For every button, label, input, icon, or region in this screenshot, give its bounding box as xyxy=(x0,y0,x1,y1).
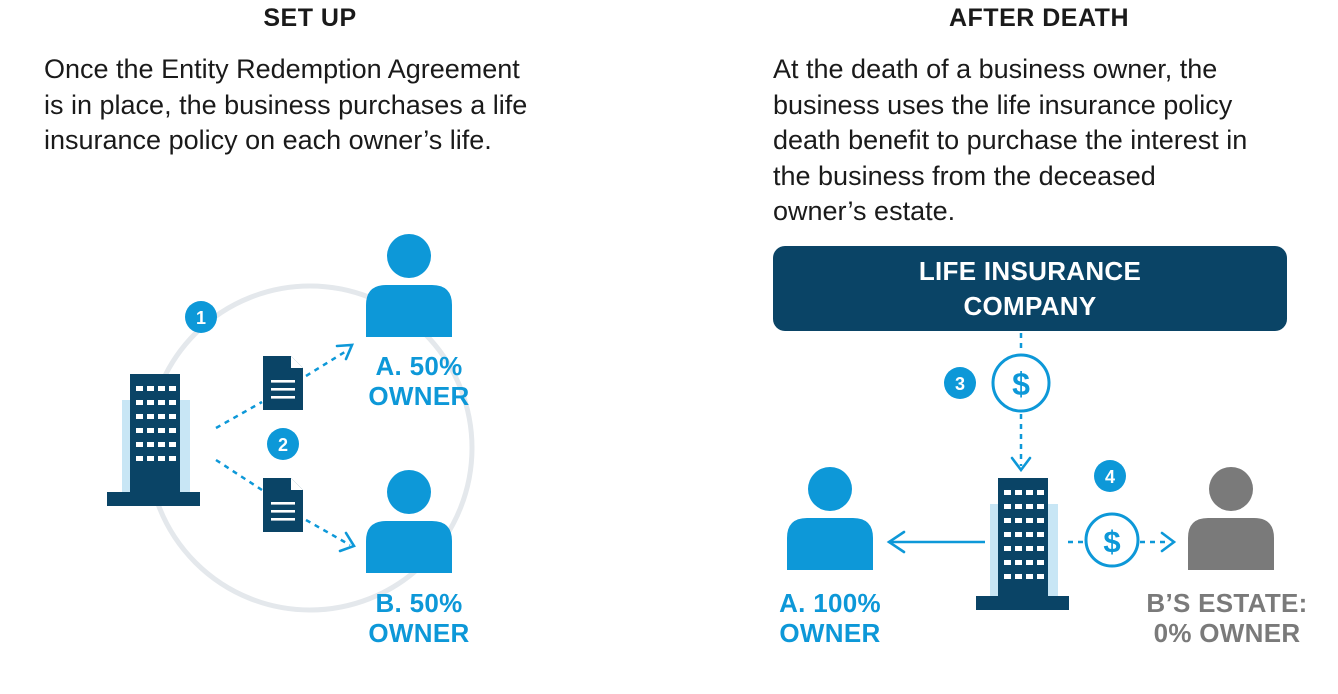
after-death-building-icon xyxy=(976,478,1069,610)
step-4-badge: 4 xyxy=(1094,460,1126,492)
step-1-badge: 1 xyxy=(185,301,217,333)
arrow-icon xyxy=(1160,531,1177,553)
after-death-description-line: At the death of a business owner, the xyxy=(773,54,1218,84)
after-death-description-line: business uses the life insurance policy xyxy=(773,89,1233,120)
setup-building-icon xyxy=(107,374,200,506)
life-insurance-company-box: LIFE INSURANCE COMPANY xyxy=(773,246,1287,331)
label-line: B’S ESTATE: xyxy=(1146,588,1308,618)
label-line: OWNER xyxy=(779,618,881,648)
person-icon xyxy=(787,467,873,570)
step-2-badge: 2 xyxy=(267,428,299,460)
setup-description-line: Once the Entity Redemption Agreement xyxy=(44,54,520,84)
label-line: A. 100% xyxy=(779,588,881,618)
label-line: A. 50% xyxy=(375,351,463,381)
step-3-badge: 3 xyxy=(944,367,976,399)
company-label-line: LIFE INSURANCE xyxy=(918,255,1142,286)
dollar-symbol: $ xyxy=(1103,524,1120,559)
after-death-description-line: death benefit to purchase the interest i… xyxy=(773,125,1248,155)
after-death-description: At the death of a business owner, the bu… xyxy=(773,52,1247,230)
arrow-to-owner-a xyxy=(886,530,985,554)
step-4-number: 4 xyxy=(1105,467,1115,487)
setup-dotted-arrows xyxy=(215,348,351,547)
dollar-icon: $ xyxy=(1084,512,1140,568)
setup-owner-a-label: A. 50% OWNER xyxy=(319,351,519,411)
setup-owner-b-label: B. 50% OWNER xyxy=(319,588,519,648)
document-icon xyxy=(263,356,303,410)
dollar-symbol: $ xyxy=(1012,366,1030,402)
after-death-owner-a-label: A. 100% OWNER xyxy=(730,588,930,648)
setup-title: SET UP xyxy=(263,4,357,32)
step-3-number: 3 xyxy=(955,374,965,394)
arrow-icon xyxy=(1010,456,1032,473)
setup-description-line: is in place, the business purchases a li… xyxy=(44,89,528,120)
person-icon xyxy=(366,234,452,337)
label-line: B. 50% xyxy=(375,588,463,618)
after-death-title: AFTER DEATH xyxy=(948,4,1130,32)
after-death-description-line: owner’s estate. xyxy=(773,196,956,226)
label-line: 0% OWNER xyxy=(1153,618,1301,648)
company-label-line: COMPANY xyxy=(963,290,1097,321)
setup-description-line: insurance policy on each owner’s life. xyxy=(44,125,492,155)
arrow-icon xyxy=(335,343,356,553)
after-death-description-line: the business from the deceased xyxy=(773,160,1156,191)
step-1-number: 1 xyxy=(196,308,206,328)
step-2-number: 2 xyxy=(278,435,288,455)
dollar-icon: $ xyxy=(991,353,1051,413)
document-icon xyxy=(263,478,303,532)
estate-b-label: B’S ESTATE: 0% OWNER xyxy=(1127,588,1327,648)
person-icon xyxy=(1188,467,1274,570)
label-line: OWNER xyxy=(368,381,470,411)
person-icon xyxy=(366,470,452,573)
setup-description: Once the Entity Redemption Agreement is … xyxy=(44,52,527,159)
label-line: OWNER xyxy=(368,618,470,648)
